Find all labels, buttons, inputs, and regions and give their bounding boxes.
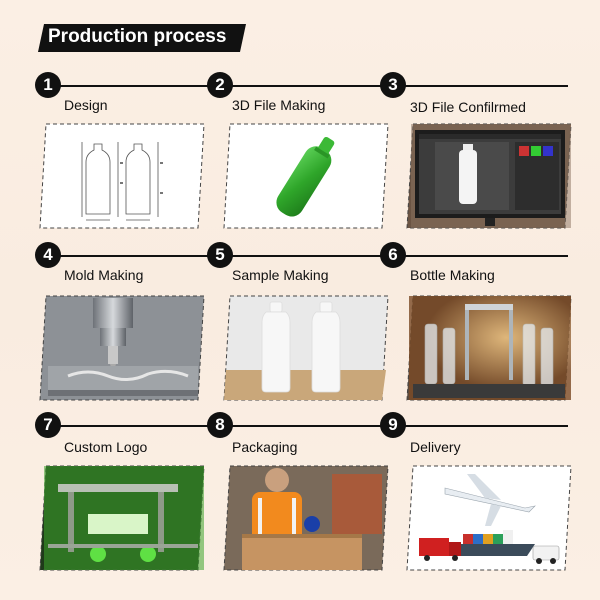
step-9-number: 9: [380, 412, 406, 438]
step-2-label: 3D File Making: [232, 97, 326, 113]
step-2-number: 2: [207, 72, 233, 98]
step-6-number: 6: [380, 242, 406, 268]
bottle-making-card: [405, 294, 573, 402]
custom-logo-card: [38, 464, 206, 572]
row-2-divider: [48, 255, 568, 257]
delivery-card: [405, 464, 573, 572]
cnc-machine-image: [39, 295, 205, 401]
row-1-divider: [48, 85, 568, 87]
sample-bottles-image: [223, 295, 389, 401]
step-7-number: 7: [35, 412, 61, 438]
step-7-label: Custom Logo: [64, 439, 148, 455]
worker-packaging-image: [223, 465, 389, 571]
monitor-screen-image: [406, 123, 572, 229]
page-title: Production process: [48, 26, 227, 47]
screen-printing-machine-image: [39, 465, 205, 571]
3d-file-confirmed-card: [405, 122, 573, 230]
step-4-number: 4: [35, 242, 61, 268]
step-6-label: Bottle Making: [410, 267, 495, 283]
sample-making-card: [222, 294, 390, 402]
3d-file-card: [222, 122, 390, 230]
step-9-label: Delivery: [410, 439, 461, 455]
step-8-number: 8: [207, 412, 233, 438]
technical-drawing-image: [39, 123, 205, 229]
step-3-number: 3: [380, 72, 406, 98]
row-3-divider: [48, 425, 568, 427]
green-3d-bottle-image: [223, 123, 389, 229]
packaging-card: [222, 464, 390, 572]
blow-molding-machine-image: [406, 295, 572, 401]
design-card: [38, 122, 206, 230]
step-1-number: 1: [35, 72, 61, 98]
step-5-number: 5: [207, 242, 233, 268]
title-badge: Production process: [38, 24, 246, 52]
step-5-label: Sample Making: [232, 267, 329, 283]
step-8-label: Packaging: [232, 439, 298, 455]
step-3-label: 3D File Confilrmed: [410, 99, 526, 115]
step-4-label: Mold Making: [64, 267, 144, 283]
step-1-label: Design: [64, 97, 108, 113]
mold-making-card: [38, 294, 206, 402]
airplane-ship-truck-image: [406, 465, 572, 571]
